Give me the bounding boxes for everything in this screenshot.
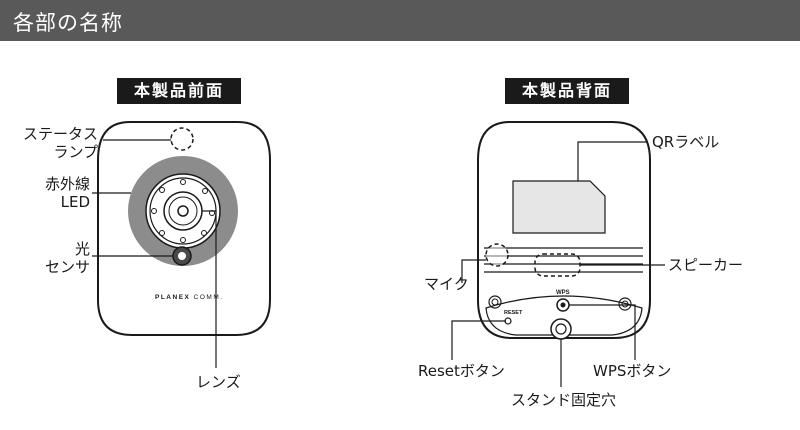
qr-label-label: QRラベル xyxy=(652,133,720,151)
page-header: 各部の名称 xyxy=(0,0,800,41)
stand-hole-label: スタンド固定穴 xyxy=(511,391,617,409)
left-screw xyxy=(488,295,502,309)
reset-marking: RESET xyxy=(504,310,523,316)
ir-led-label: 赤外線 LED xyxy=(44,175,90,211)
wps-button-label: WPSボタン xyxy=(593,362,672,380)
speaker-label: スピーカー xyxy=(668,256,744,274)
bottom-panel xyxy=(485,295,643,336)
brand-logo: PLANEX COMM. xyxy=(155,294,224,301)
page-title: 各部の名称 xyxy=(13,11,123,35)
brand-suffix: COMM. xyxy=(194,294,224,301)
lens-center xyxy=(177,205,189,217)
reset-button-label: Resetボタン xyxy=(418,362,505,380)
status-lamp-marker xyxy=(170,127,194,151)
speaker-grille xyxy=(484,247,643,273)
back-section-label: 本製品背面 xyxy=(505,78,629,104)
ir-led-dots xyxy=(151,179,215,243)
mic-marker xyxy=(485,243,509,267)
right-screw xyxy=(618,297,632,311)
mic-label: マイク xyxy=(424,275,469,293)
lens-label: レンズ xyxy=(196,373,241,391)
wps-marking: WPS xyxy=(556,290,570,296)
light-sensor-label: 光 センサ xyxy=(44,240,90,276)
front-section-label: 本製品前面 xyxy=(117,78,241,104)
status-lamp-label: ステータス ランプ xyxy=(22,125,98,161)
qr-label xyxy=(512,180,606,234)
